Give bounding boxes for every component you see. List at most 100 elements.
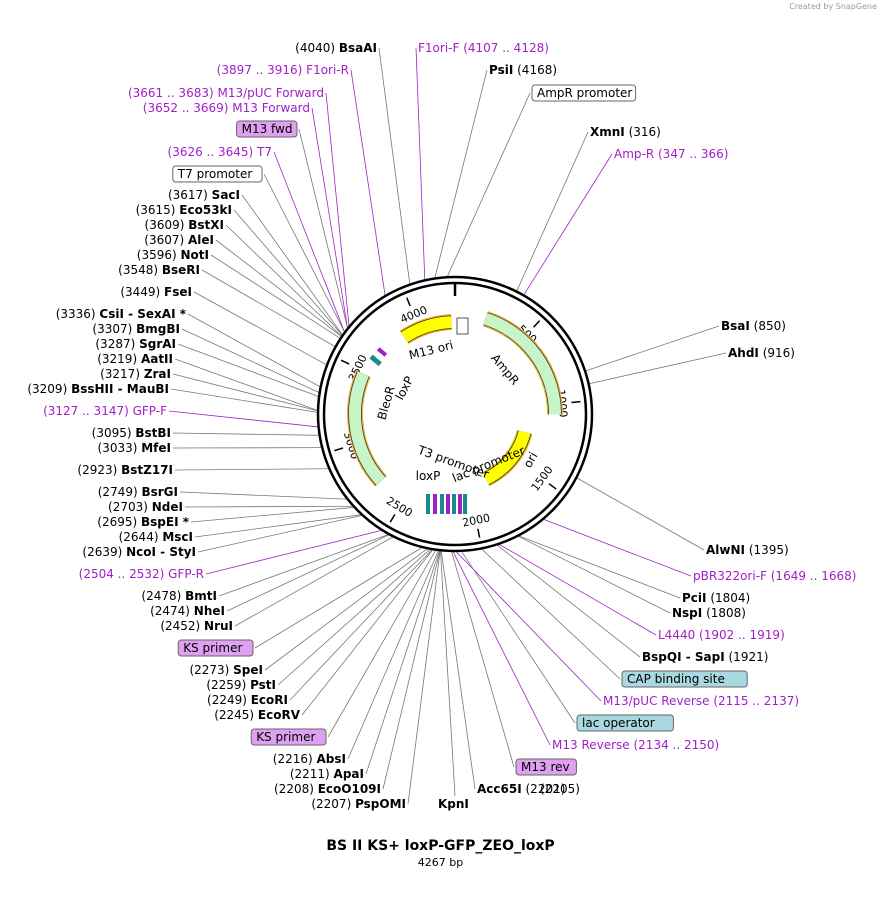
mcs-bottom-box-3 [446,494,450,514]
label-r-18-pos: (2201) [522,782,566,796]
label-l-39-leader [347,550,439,760]
label-r-10-name: NspI [672,606,702,620]
label-l-23-pos: (2923) [77,463,121,477]
label-r-9-name: PciI [682,591,707,605]
label-r-8-leader [543,519,692,577]
label-l-5: (3626 .. 3645) T7 [168,145,272,159]
label-l-18-leader [172,373,318,411]
label-l-36-name: EcoRI [251,693,288,707]
label-l-37: (2245) EcoRV [214,708,301,722]
label-r-16-text: M13 Reverse (2134 .. 2150) [552,738,719,752]
label-l-35-pos: (2259) [206,678,250,692]
label-l-23-leader [174,468,329,471]
label-r-10-text: NspI (1808) [672,606,746,620]
label-l-2-leader [325,92,350,326]
label-l-10-text: (3607) AleI [144,233,214,247]
label-l-31-text: (2474) NheI [150,604,225,618]
label-r-0-text: F1ori-F (4107 .. 4128) [418,41,549,55]
label-l-39: (2216) AbsI [273,752,346,766]
label-l-20: (3127 .. 3147) GFP-F [43,404,167,418]
bleor-arrow [349,371,386,486]
label-l-42-name: PspOMI [355,797,406,811]
label-l-35-name: PstI [250,678,276,692]
label-l-26-name: BspEI * [141,515,190,529]
label-l-10-leader [215,239,342,337]
label-l-17-leader [174,358,318,411]
mcs-bottom-box-6 [463,494,467,514]
label-l-32-leader [234,536,393,627]
label-r-11: L4440 (1902 .. 1919) [658,628,785,642]
label-l-35: (2259) PstI [206,678,276,692]
label-r-3-name: XmnI [590,125,625,139]
label-l-19-name: BssHII - MauBI [71,382,169,396]
label-r-kpni-pos: (2205) [540,782,580,796]
label-l-27: (2644) MscI [119,530,193,544]
label-l-21-leader [172,432,319,436]
label-leader-lines [168,47,727,805]
label-r-15-box [576,714,674,732]
label-r-16-pos: (2134 .. 2150) [630,738,720,752]
label-l-17-text: (3219) AatII [97,352,173,366]
label-l-16-pos: (3287) [95,337,139,351]
label-l-27-leader [194,514,361,538]
label-l-33-box [177,639,254,657]
label-l-14-text: (3336) CsiI - SexAI * [56,307,187,321]
label-l-19-pos: (3209) [27,382,71,396]
label-l-32: (2452) NruI [160,619,233,633]
label-l-10: (3607) AleI [144,233,214,247]
label-l-41: (2208) EcoO109I [274,782,381,796]
label-r-10-leader [518,536,671,614]
label-l-40-pos: (2211) [290,767,334,781]
label-l-3-leader [311,107,348,328]
label-l-3-name: M13 Forward [232,101,310,115]
label-kpni-name: KpnI [438,797,469,811]
label-l-27-text: (2644) MscI [119,530,193,544]
label-l-16-text: (3287) SgrAI [95,337,176,351]
label-l-25-text: (2703) NdeI [108,500,183,514]
label-l-29: (2504 .. 2532) GFP-R [79,567,204,581]
label-l-6-text: T7 promoter [177,167,253,181]
label-l-13-leader [193,291,327,365]
label-l-5-name: T7 [256,145,272,159]
label-l-38-box [250,728,327,746]
label-l-28-text: (2639) NcoI - StyI [82,545,196,559]
label-l-3: (3652 .. 3669) M13 Forward [143,101,310,115]
label-r-10-pos: (1808) [702,606,746,620]
label-l-39-text: (2216) AbsI [273,752,346,766]
label-r-2-text: AmpR promoter [537,86,632,100]
label-l-25: (2703) NdeI [108,500,183,514]
ampr-promoter-box [456,317,469,335]
label-l-5-pos: (3626 .. 3645) [168,145,258,159]
label-l-24-name: BsrGI [141,485,178,499]
label-r-6-name: AhdI [728,346,759,360]
label-l-39-pos: (2216) [273,752,317,766]
tick-label-2500: 2500 [384,494,415,520]
label-l-40: (2211) ApaI [290,767,364,781]
label-l-9: (3609) BstXI [145,218,224,232]
label-l-33-text: KS primer [183,641,242,655]
label-l-29-leader [205,530,382,575]
label-r-6-pos: (916) [759,346,795,360]
label-l-8-pos: (3615) [136,203,180,217]
label-l-28: (2639) NcoI - StyI [82,545,196,559]
label-l-6: T7 promoter [172,165,263,183]
label-l-36: (2249) EcoRI [207,693,288,707]
label-l-37-pos: (2245) [214,708,258,722]
label-l-3-pos: (3652 .. 3669) [143,101,233,115]
label-l-11-leader [210,254,340,339]
label-r-18: Acc65I (2201) [477,782,565,796]
label-r-18-leader [440,551,476,790]
label-r-4-name: Amp-R [614,147,654,161]
label-r-9-leader [519,535,681,599]
ori-arrow [483,430,531,485]
label-l-20-pos: (3127 .. 3147) [43,404,133,418]
label-l-40-leader [365,550,440,775]
label-r-13-text: CAP binding site [627,672,725,686]
label-l-16: (3287) SgrAI [95,337,176,351]
label-r-16-leader [452,551,551,746]
label-l-21-text: (3095) BstBI [92,426,171,440]
label-l-30: (2478) BmtI [141,589,217,603]
label-l-29-name: GFP-R [168,567,204,581]
label-l-25-leader [184,505,353,508]
